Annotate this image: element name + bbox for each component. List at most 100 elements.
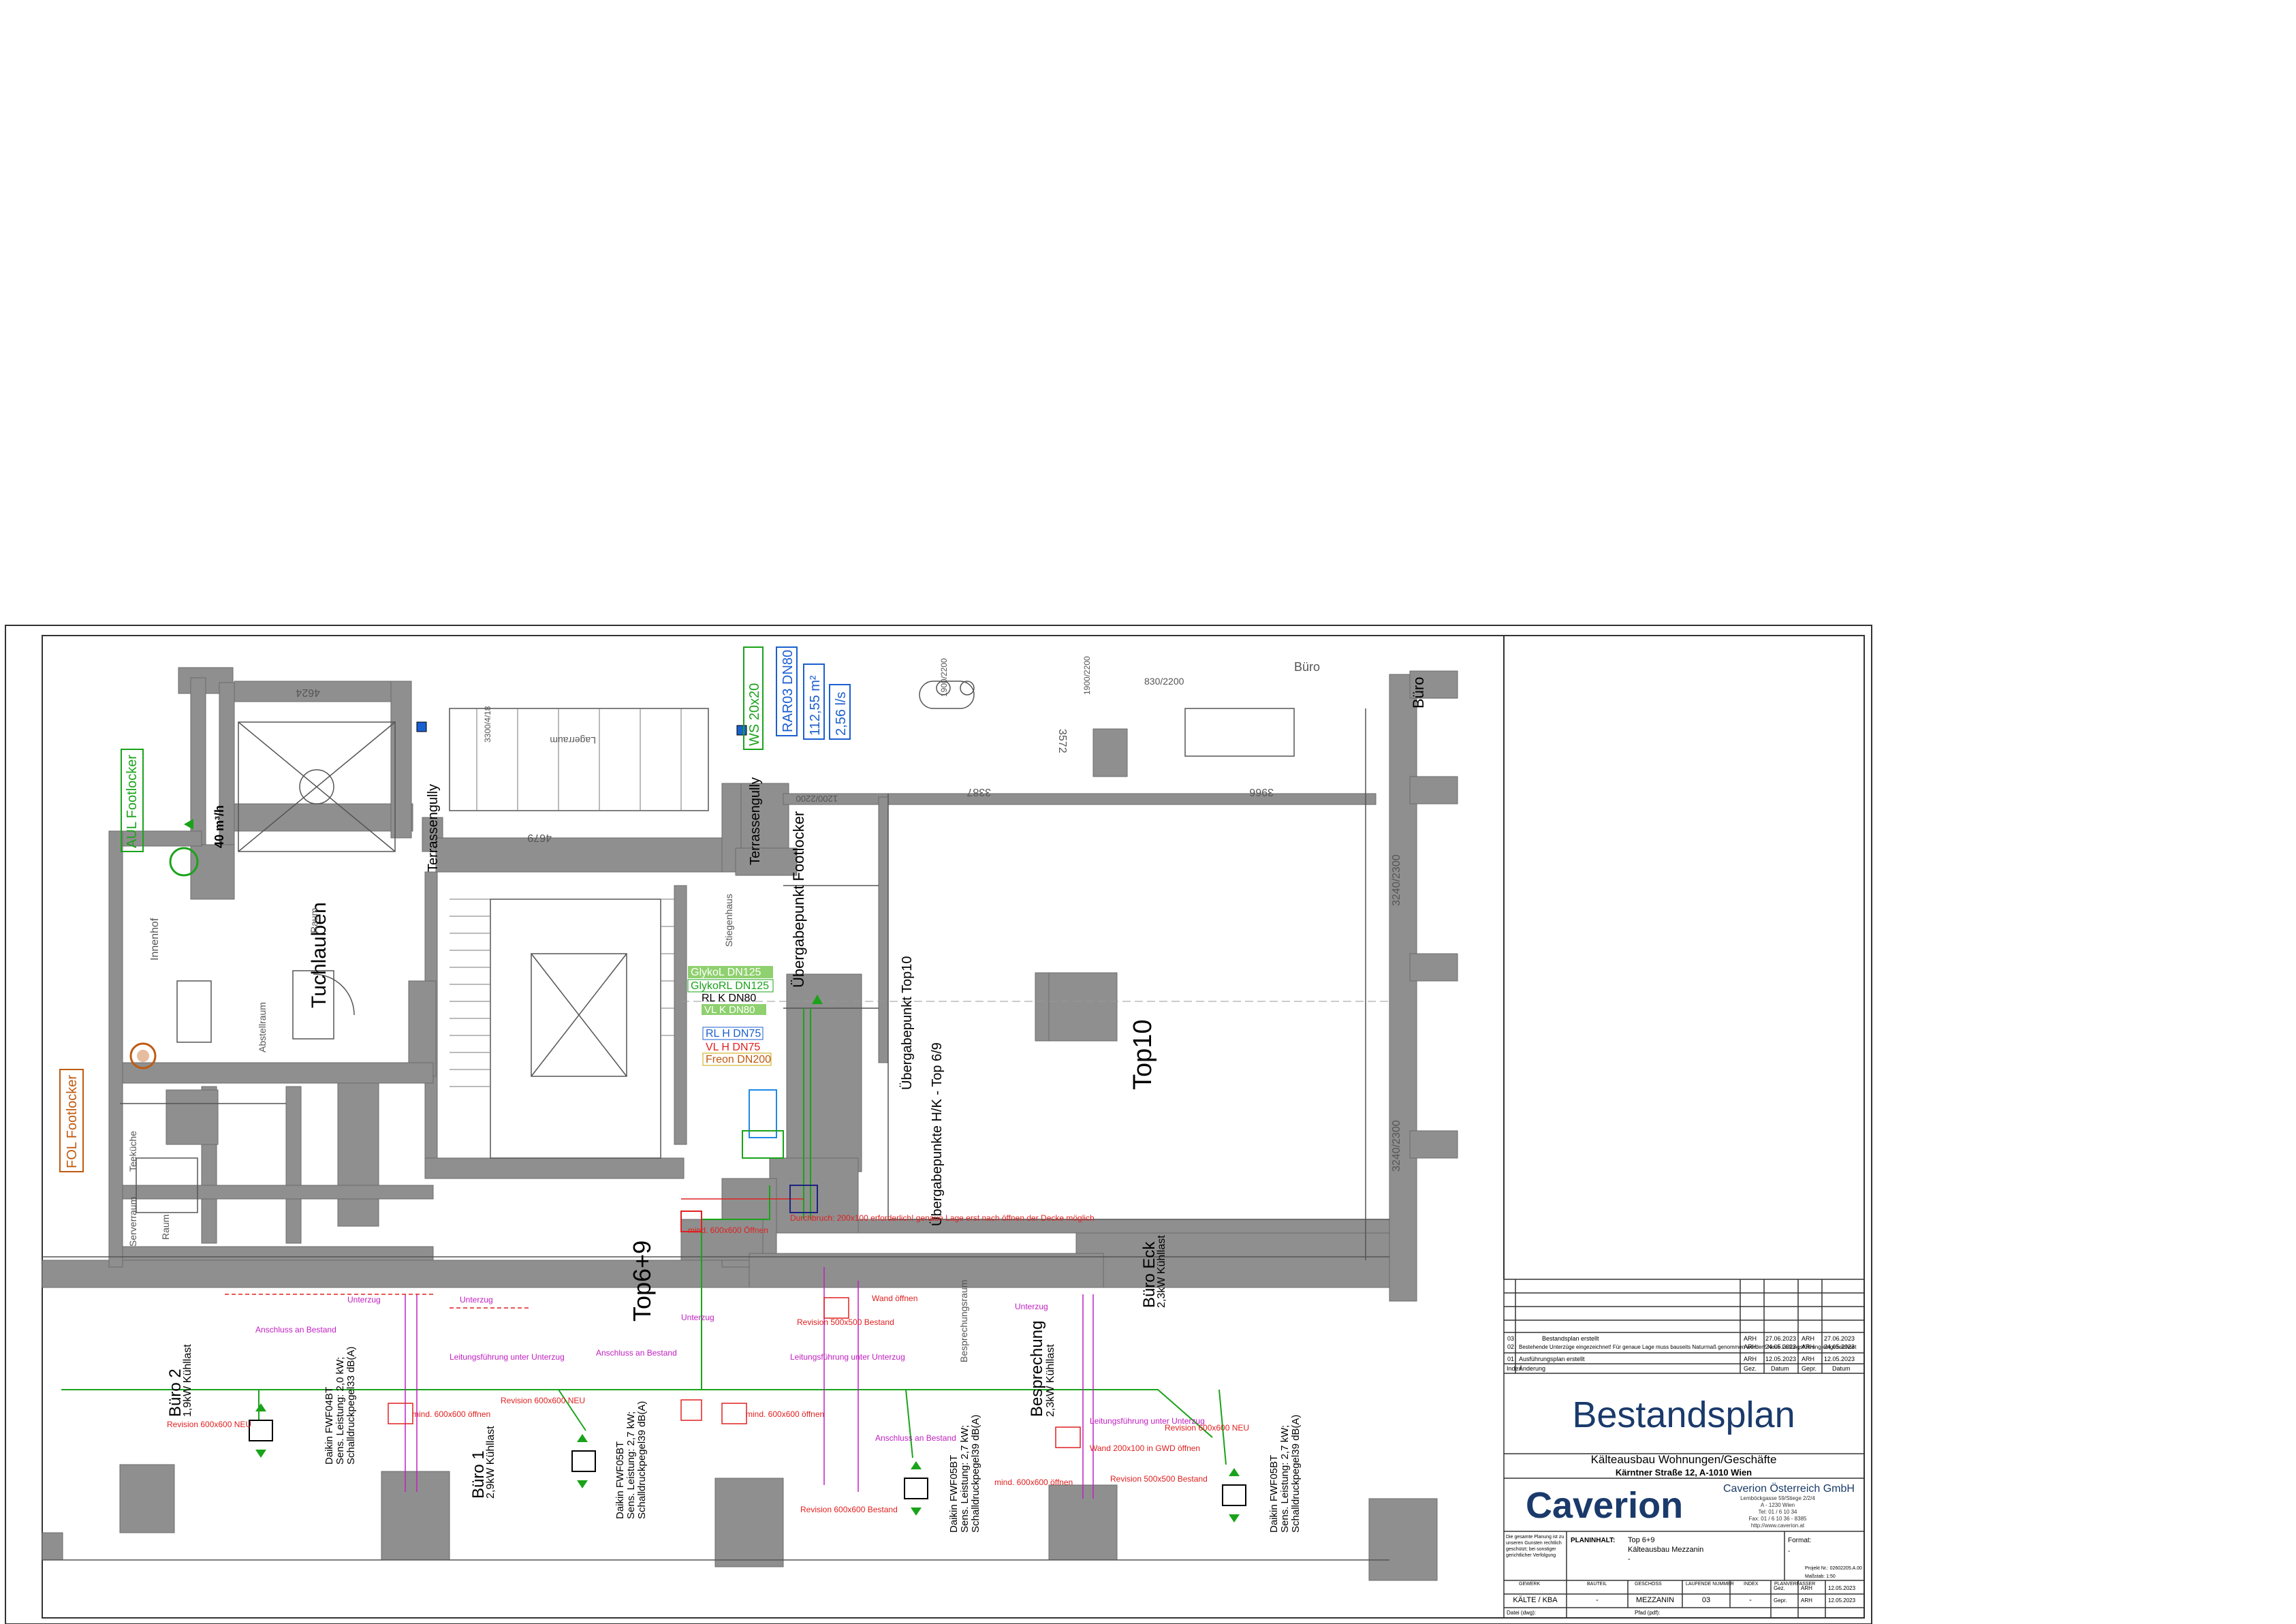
room-besprechung: Besprechung xyxy=(1028,1321,1046,1417)
stair-treads xyxy=(450,708,682,1087)
rev-01-nr: 01 xyxy=(1507,1356,1514,1362)
fcu-buero1 xyxy=(571,1450,596,1472)
leitung-3: Leitungsführung unter Unterzug xyxy=(1090,1416,1205,1426)
fcu-bueroeck xyxy=(1222,1484,1246,1506)
val-index: - xyxy=(1749,1596,1752,1604)
room-buero-eck: Büro Eck xyxy=(1140,1241,1159,1308)
room-buero1: Büro 1 xyxy=(469,1450,488,1499)
wand200: Wand 200x100 in GWD öffnen xyxy=(1090,1443,1200,1453)
dim-6: 3240/2300 xyxy=(1391,1120,1402,1172)
terrassengully-2: Terrassengully xyxy=(748,777,763,865)
rev-01-gepr: ARH xyxy=(1802,1356,1814,1362)
hdr-geschoss: GESCHOSS xyxy=(1635,1582,1662,1587)
airflow-label: 40 m³/h xyxy=(213,805,226,848)
anschluss-1: Anschluss an Bestand xyxy=(255,1325,336,1334)
ws-label: WS 20x20 xyxy=(747,683,762,746)
planinhalt-1: Top 6+9 xyxy=(1628,1536,1654,1544)
leitung-1: Leitungsführung unter Unterzug xyxy=(450,1352,565,1362)
revision-neu-1: Revision 600x600 NEU xyxy=(167,1420,251,1429)
company-line-2: Tel: 01 / 6 10 34 xyxy=(1759,1509,1797,1515)
room-lines xyxy=(42,681,1389,1561)
dim-7: 1900/2200 xyxy=(939,658,949,697)
pipe-routing xyxy=(61,1008,1227,1499)
rev-h-datum: Datum xyxy=(1771,1365,1789,1372)
besprechung-kuehllast: 2,3kW Kühllast xyxy=(1045,1344,1056,1417)
airflow-arrows xyxy=(184,819,1240,1522)
unterzug-4: Unterzug xyxy=(1015,1302,1048,1311)
title-block-grid xyxy=(1503,1279,1865,1619)
room-raum1: Raum xyxy=(160,1215,171,1240)
room-top69: Top6+9 xyxy=(628,1240,656,1322)
gepr-label: Gepr. xyxy=(1774,1597,1787,1604)
dim-9: 830/2200 xyxy=(1144,676,1184,687)
fan-coil-units xyxy=(249,1420,1246,1506)
revision-bestand-2: Revision 500x500 Bestand xyxy=(1110,1474,1208,1484)
room-top10: Top10 xyxy=(1129,1019,1157,1090)
aul-footlocker-point xyxy=(169,847,199,877)
room-serverraum: Serverraum xyxy=(127,1197,138,1247)
dim-11: 3300/4/18 xyxy=(483,706,492,743)
daikin-1: Daikin FWF04BTSens. Leistung: 2,0 kW;Sch… xyxy=(324,1347,357,1465)
projekt-nr: Projekt Nr.: 02602205.A.00 xyxy=(1805,1566,1862,1571)
disclaimer-box: Die gesamte Planung ist zu unseren Gunst… xyxy=(1506,1535,1564,1558)
pfad-label: Pfad (pdf): xyxy=(1635,1610,1660,1616)
oeffnen-1: mind. 600x600 öffnen xyxy=(412,1409,490,1419)
rev-02-d1: 24.05.2023 xyxy=(1765,1343,1796,1350)
tag-vl-k: VL K DN80 xyxy=(704,1004,755,1016)
gepr-val: ARH xyxy=(1801,1597,1812,1604)
hdr-index: INDEX xyxy=(1744,1582,1759,1587)
dim-10: 1900/2200 xyxy=(1082,656,1092,695)
buero2-kuehllast: 1,9kW Kühllast xyxy=(182,1344,193,1417)
room-stiegenhaus: Stiegenhaus xyxy=(723,894,734,947)
room-raum2: Raum xyxy=(309,908,319,933)
room-lagerraum: Lagerraum xyxy=(550,735,596,746)
tag-freon: Freon DN200 xyxy=(706,1054,771,1065)
tag-rl-h: RL H DN75 xyxy=(706,1028,761,1040)
fcu-buero2 xyxy=(249,1420,273,1441)
tag-vl-h: VL H DN75 xyxy=(706,1042,760,1053)
val-gewerk: KÄLTE / KBA xyxy=(1513,1596,1558,1604)
unterzug-3: Unterzug xyxy=(681,1313,714,1322)
rev-02-d2: 24.05.2023 xyxy=(1824,1343,1855,1350)
top10-column xyxy=(1048,972,1118,1042)
fcu-besprechung xyxy=(904,1478,928,1499)
tag-glykol-rl: GlykoRL DN125 xyxy=(691,980,769,992)
rev-02-nr: 02 xyxy=(1507,1343,1514,1350)
rar-label: RAR03 DN80 xyxy=(781,650,796,732)
unterzug-1: Unterzug xyxy=(347,1295,381,1305)
uebergabe-hk: Übergabepunkte H/K - Top 6/9 xyxy=(930,1042,945,1226)
plan-text: Top10 Top6+9 Tuchlauben Büro 2 1,9kW Küh… xyxy=(59,646,1862,1616)
plan-subtitle: Kälteausbau Wohnungen/Geschäfte xyxy=(1591,1453,1777,1466)
tag-glykol-vl: GlykoL DN125 xyxy=(691,967,761,978)
oeffnen-4: mind. 600x600 Öffnen xyxy=(688,1225,768,1235)
format-label: Format: xyxy=(1788,1537,1811,1544)
terrassengully-1: Terrassengully xyxy=(426,784,441,872)
room-buero-top: Büro xyxy=(1294,660,1320,674)
inner-frame xyxy=(42,635,1865,1619)
room-teekueche: Teeküche xyxy=(127,1131,138,1172)
durchbruch-note: Durchbruch: 200x100 erforderlich! genaue… xyxy=(790,1213,1095,1223)
rev-03-d1: 27.06.2023 xyxy=(1765,1335,1796,1342)
rev-01-text: Ausführungsplan erstellt xyxy=(1519,1356,1585,1362)
val-geschoss: MEZZANIN xyxy=(1636,1596,1674,1604)
openings xyxy=(388,1297,1081,1448)
dim-4: 3966 xyxy=(1249,786,1274,798)
company-line-3: Fax: 01 / 6 10 36 - 8385 xyxy=(1749,1516,1807,1522)
planinhalt-2: Kälteausbau Mezzanin xyxy=(1628,1546,1703,1554)
rev-h-datum2: Datum xyxy=(1832,1365,1851,1372)
rev-01-gez: ARH xyxy=(1744,1356,1757,1362)
room-buero-small: Büro xyxy=(1410,677,1427,708)
gez-date: 12.05.2023 xyxy=(1828,1585,1856,1591)
room-buero2: Büro 2 xyxy=(166,1369,185,1417)
rev-03-nr: 03 xyxy=(1507,1335,1514,1342)
format-value: - xyxy=(1788,1548,1790,1555)
flow-label: 2,56 l/s xyxy=(834,692,849,736)
oeffnen-2: mind. 600x600 öffnen xyxy=(746,1409,824,1419)
rev-02-text: Bestehende Unterzüge eingezeichnet! Für … xyxy=(1519,1344,1857,1350)
rev-03-text: Bestandsplan erstellt xyxy=(1542,1335,1599,1342)
dim-5: 3240/2300 xyxy=(1391,854,1402,906)
rev-03-d2: 27.06.2023 xyxy=(1824,1335,1855,1342)
plan-address: Kärntner Straße 12, A-1010 Wien xyxy=(1616,1467,1752,1478)
val-laufnr: 03 xyxy=(1702,1596,1710,1604)
